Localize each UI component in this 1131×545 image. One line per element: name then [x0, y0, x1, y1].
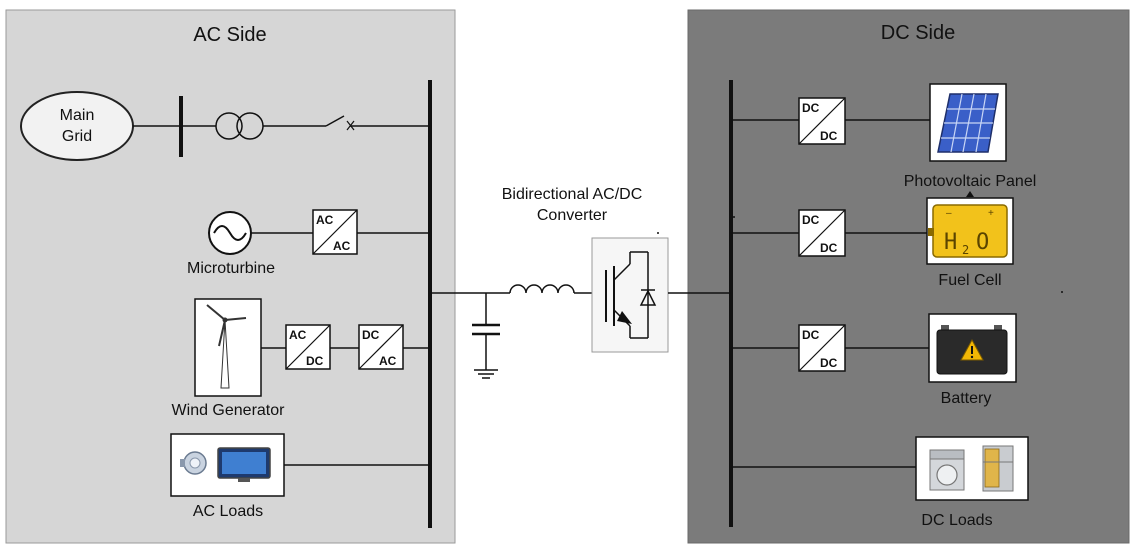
svg-text:AC: AC — [289, 328, 307, 342]
fuel-cell-formula-o: O — [976, 230, 989, 255]
battery-icon — [928, 313, 1017, 383]
dc-loads-label: DC Loads — [921, 512, 992, 529]
converter-dc-dc-fuel-cell: DC DC — [798, 209, 846, 257]
svg-text:DC: DC — [820, 129, 838, 143]
svg-text:DC: DC — [820, 356, 838, 370]
microturbine-label: Microturbine — [187, 260, 275, 277]
capacitor-icon — [472, 293, 500, 370]
igbt-icon — [591, 237, 669, 353]
fuel-cell-label: Fuel Cell — [938, 272, 1001, 289]
converter-title-line2: Converter — [537, 207, 608, 224]
ac-loads-label: AC Loads — [193, 503, 263, 520]
converter-title-line1: Bidirectional AC/DC — [502, 186, 643, 203]
main-grid-label-line2: Grid — [62, 128, 92, 145]
washing-machine-icon — [929, 449, 965, 491]
converter-dc-dc-battery: DC DC — [798, 324, 846, 372]
ground-icon — [474, 369, 498, 379]
ac-source-icon — [208, 211, 252, 255]
svg-text:DC: DC — [820, 241, 838, 255]
fuel-cell-plus: + — [988, 208, 994, 219]
svg-text:AC: AC — [333, 239, 351, 253]
converter-ac-dc: AC DC — [285, 324, 331, 370]
svg-text:DC: DC — [306, 354, 324, 368]
svg-text:DC: DC — [802, 328, 820, 342]
wind-turbine-icon — [194, 298, 262, 397]
fuel-cell-icon: – + H 2 O — [926, 197, 1014, 265]
dc-side-title: DC Side — [881, 22, 955, 44]
fuel-cell-formula-h: H — [944, 230, 957, 255]
svg-text:DC: DC — [802, 101, 820, 115]
svg-text:AC: AC — [379, 354, 397, 368]
svg-text:DC: DC — [362, 328, 380, 342]
tv-icon — [217, 447, 271, 482]
main-grid-label-line1: Main — [60, 107, 95, 124]
bulb-icon — [180, 451, 207, 475]
converter-ac-ac: AC AC — [312, 209, 358, 255]
fuel-cell-minus: – — [946, 208, 952, 219]
inductor-icon — [509, 284, 575, 294]
dc-loads-box — [915, 436, 1029, 501]
battery-label: Battery — [941, 390, 992, 407]
photovoltaic-panel-label: Photovoltaic Panel — [904, 173, 1037, 190]
dc-side-panel — [687, 9, 1130, 544]
svg-text:AC: AC — [316, 213, 334, 227]
pv-panel-icon — [929, 83, 1007, 162]
wind-generator-label: Wind Generator — [172, 402, 286, 419]
svg-text:DC: DC — [802, 213, 820, 227]
ac-loads-box — [170, 433, 285, 497]
fuel-cell-formula-sub: 2 — [962, 243, 969, 257]
ac-side-title: AC Side — [193, 24, 266, 46]
converter-dc-ac: DC AC — [358, 324, 404, 370]
main-grid: Main Grid — [20, 91, 134, 161]
refrigerator-icon — [982, 445, 1014, 492]
converter-dc-dc-pv: DC DC — [798, 97, 846, 145]
